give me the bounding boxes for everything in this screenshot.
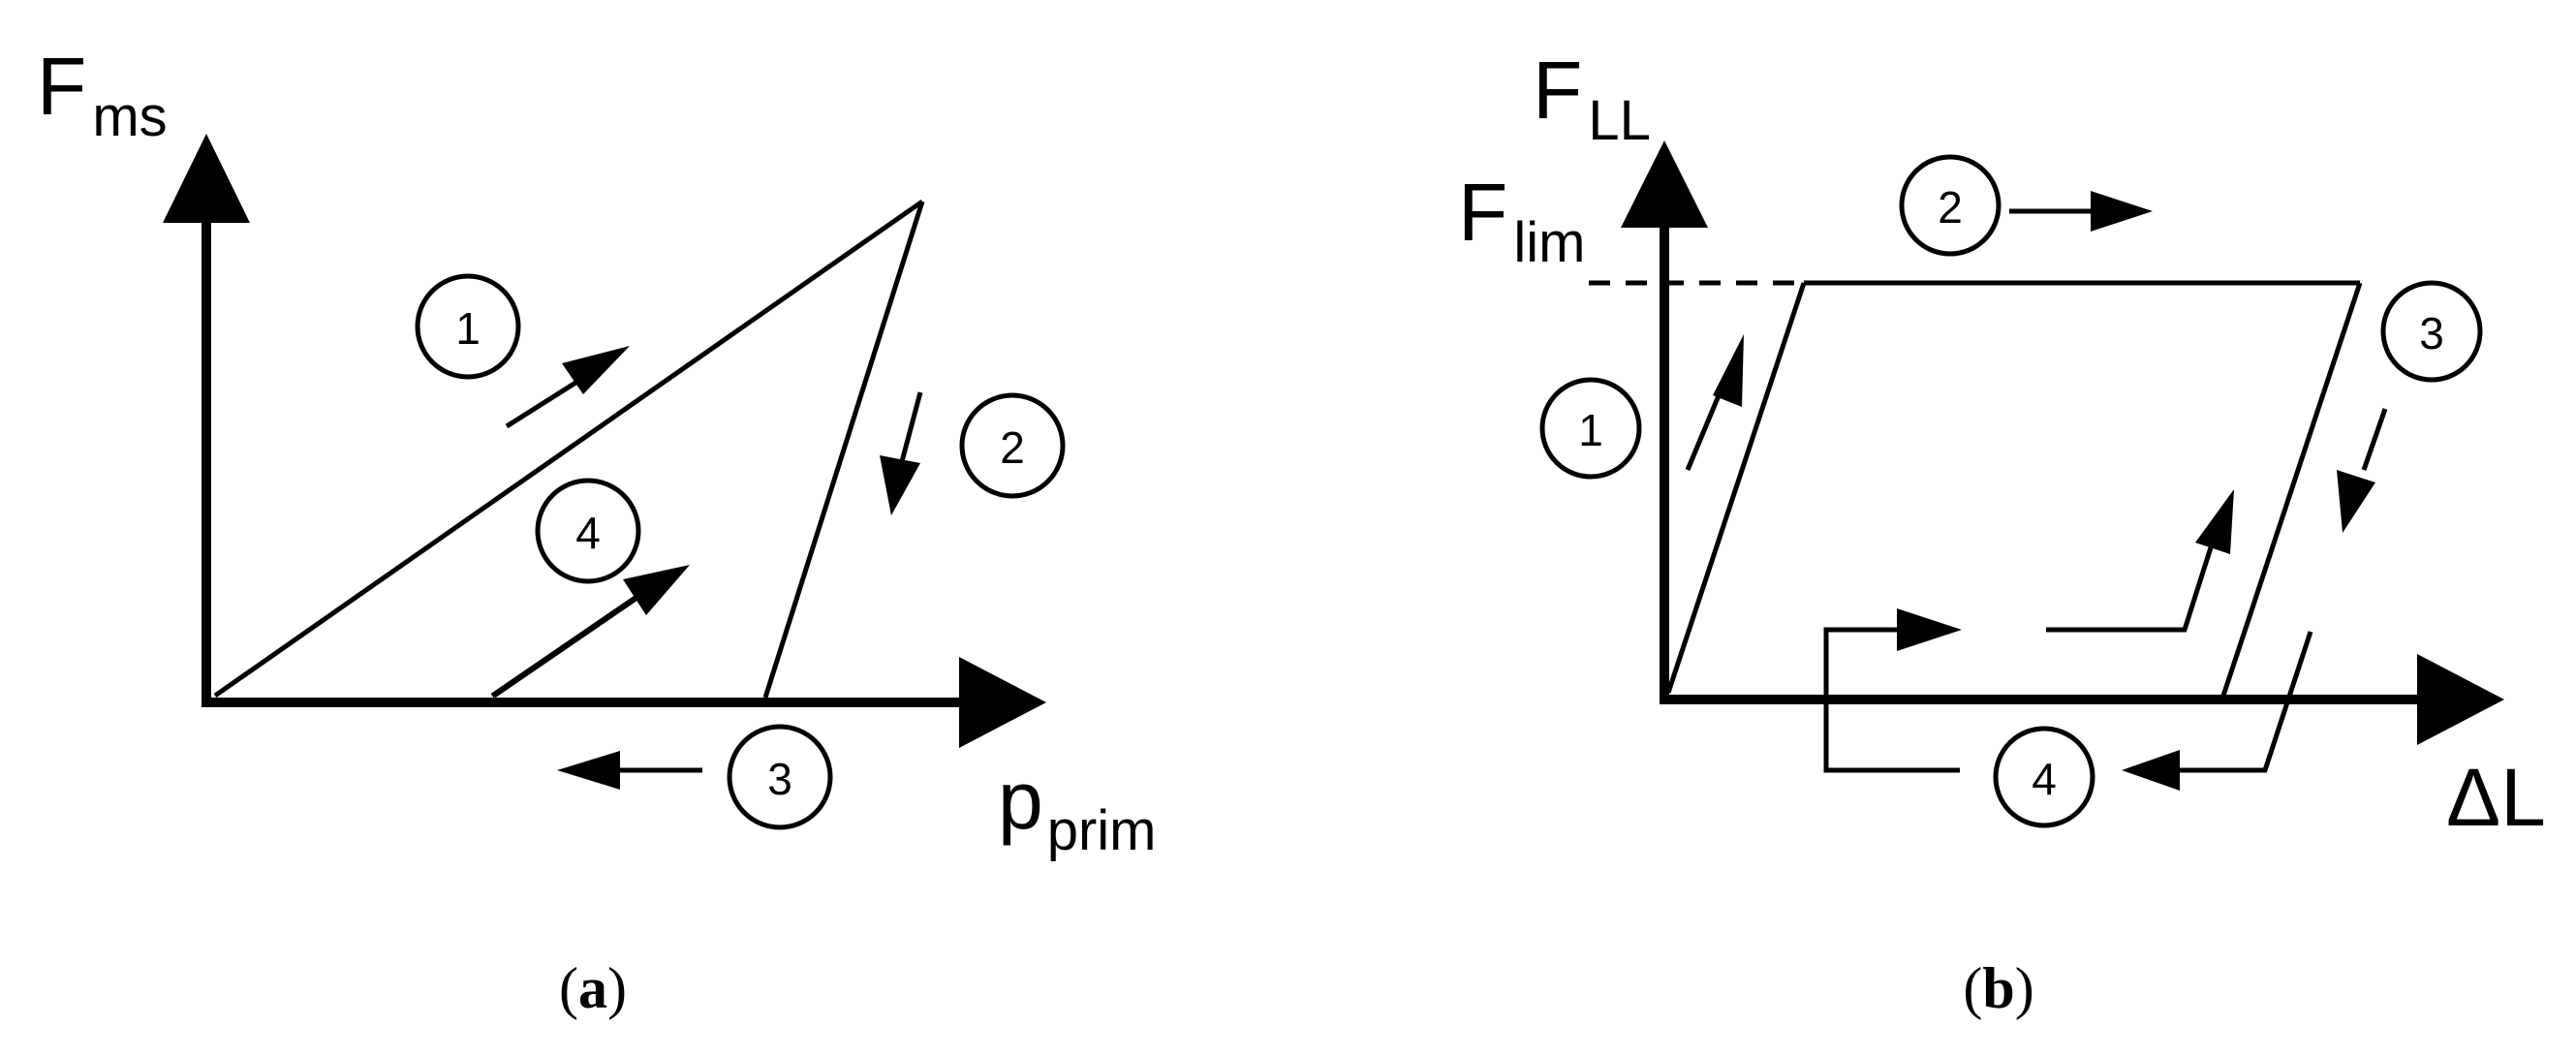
b-step-marker-3: 3	[2380, 280, 2483, 383]
a-caption: (a)	[559, 956, 627, 1020]
b-arrow-4-head-right	[1897, 608, 1962, 651]
a-arrow-4-shaft	[492, 590, 646, 699]
a-step-marker-4: 4	[535, 478, 641, 584]
b-step-label-1: 1	[1578, 405, 1603, 455]
a-step-marker-1: 1	[415, 273, 521, 380]
b-arrow-1-head	[1713, 334, 1744, 407]
a-x-axis-label: pprim	[998, 755, 1157, 862]
b-step-marker-2: 2	[1899, 154, 2002, 257]
b-unloading-line	[2220, 282, 2363, 697]
a-arrow-1-head	[562, 346, 630, 394]
a-step-marker-3: 3	[727, 724, 833, 830]
a-unloading-line	[762, 201, 925, 699]
a-step-marker-2: 2	[959, 392, 1066, 499]
b-step-marker-1: 1	[1539, 377, 1642, 480]
a-step-label-4: 4	[575, 508, 601, 558]
a-arrow-2-head	[880, 455, 920, 515]
b-loading-line	[1665, 282, 1807, 694]
a-loading-line	[213, 199, 924, 699]
a-arrow-3-head	[557, 751, 620, 790]
a-arrow-4-head	[623, 565, 690, 615]
a-x-axis-arrowhead	[959, 657, 1046, 748]
b-arrow-3-head	[2337, 470, 2375, 533]
b-y-axis-arrowhead	[1621, 140, 1708, 228]
a-arrow-2-shaft	[898, 391, 923, 466]
a-y-axis-arrowhead	[163, 134, 250, 223]
b-arrow-4-head-up	[2195, 489, 2234, 554]
b-arrow-3-shaft	[2361, 408, 2388, 471]
b-arrow-4-rise	[2046, 522, 2221, 633]
b-step-label-2: 2	[1938, 182, 1963, 233]
b-x-axis-label: ΔL	[2446, 752, 2546, 843]
b-arrow-4-return	[2165, 631, 2313, 773]
a-step-label-1: 1	[455, 303, 481, 354]
a-step-label-3: 3	[767, 754, 792, 804]
b-step-label-4: 4	[2032, 754, 2057, 804]
b-arrow-2-head	[2091, 191, 2153, 232]
b-step-marker-4: 4	[1993, 726, 2095, 828]
a-step-label-2: 2	[1000, 422, 1025, 473]
b-caption: (b)	[1963, 956, 2033, 1020]
b-x-axis-arrowhead	[2417, 654, 2504, 745]
b-arrow-4-path	[1823, 627, 1960, 773]
b-step-label-3: 3	[2419, 308, 2444, 358]
b-arrow-4-head-left	[2122, 750, 2180, 791]
